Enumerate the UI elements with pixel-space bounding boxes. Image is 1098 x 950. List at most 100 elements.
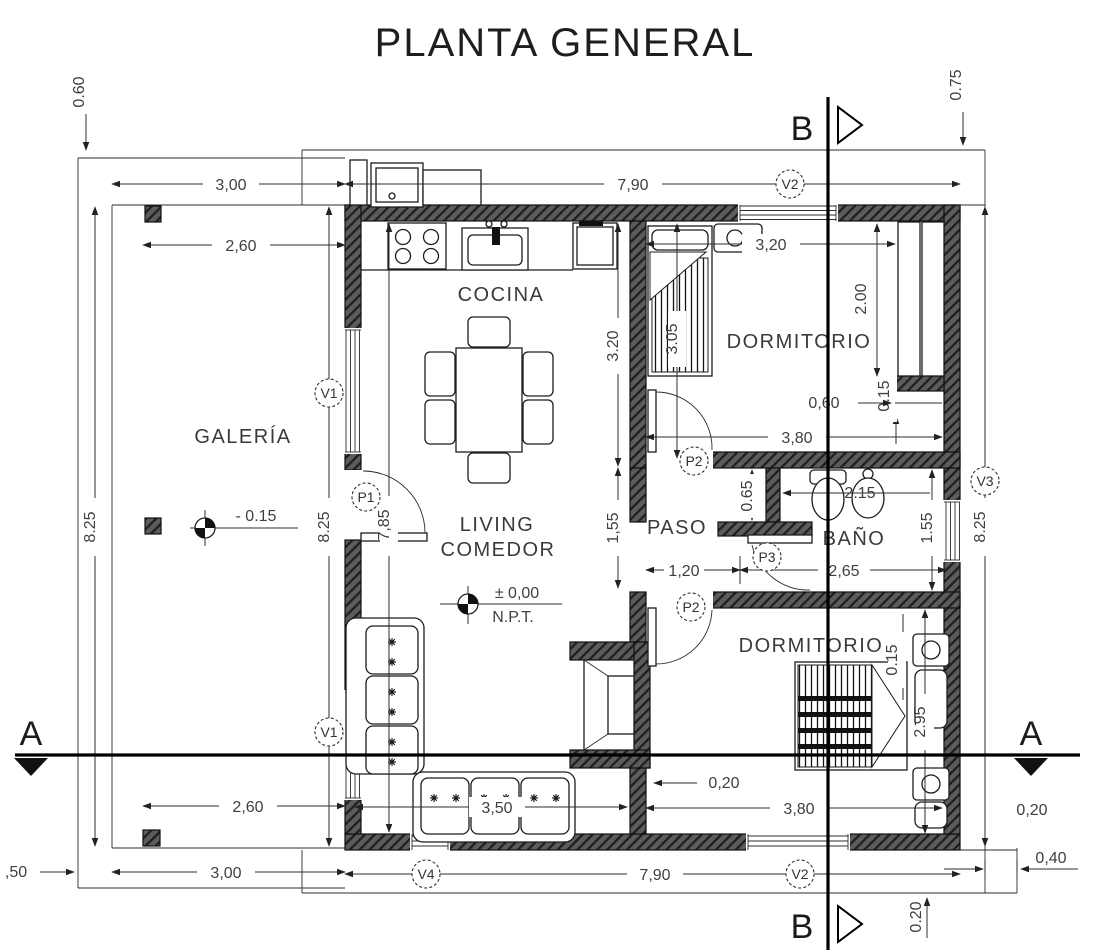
dim-bano-depth: 1.55 <box>919 512 936 543</box>
level-markers: - 0.15 ± 0,00 N.P.T. <box>190 508 562 626</box>
level-galeria-value: - 0.15 <box>236 508 277 525</box>
dim-left-cut: ,50 <box>5 864 27 881</box>
dim-right-gap: 0,20 <box>1016 802 1047 819</box>
dim-closet-length: 2.00 <box>853 283 870 314</box>
bidet <box>851 468 885 519</box>
dim-interior-depth: 7,85 <box>376 509 393 540</box>
chair <box>522 351 554 397</box>
section-b-bottom-arrow <box>837 904 864 944</box>
tag-v2-bottom-label: V2 <box>791 866 808 882</box>
dim-house-width-top: 7,90 <box>617 177 648 194</box>
pillow <box>651 229 709 251</box>
room-dormitorio-1: DORMITORIO <box>727 331 872 353</box>
dim-closet-width: 0,60 <box>808 395 839 412</box>
dresser <box>914 801 948 829</box>
dim-dorm2-offset: 0,20 <box>708 775 739 792</box>
dim-galeria-height-right: 8.25 <box>316 511 333 542</box>
chair <box>467 452 511 484</box>
dim-bano-width: 2,65 <box>828 563 859 580</box>
section-b-top-arrow <box>837 105 864 145</box>
room-bano: BAÑO <box>823 526 886 550</box>
chair <box>522 399 554 445</box>
window-v2-top <box>738 203 838 223</box>
tag-v1-top: V1 <box>314 378 344 408</box>
opening-tags: V1 V1 V2 V2 V3 V4 P1 P2 P2 P3 <box>314 169 1000 889</box>
dim-bano-fixtures: 2.15 <box>844 485 875 502</box>
dim-bottom-wall: 0.20 <box>908 901 925 932</box>
tag-p1-label: P1 <box>357 489 374 505</box>
dim-sofa-width: 3,50 <box>481 800 512 817</box>
tag-v2-top-label: V2 <box>781 176 798 192</box>
room-living-line2: COMEDOR <box>441 539 556 561</box>
dim-galeria-height-left: 8.25 <box>82 511 99 542</box>
room-paso: PASO <box>647 517 707 539</box>
tag-v2-top: V2 <box>775 169 805 199</box>
dim-paso-width: 1,20 <box>668 563 699 580</box>
dimensions: 0.60 0.75 3,00 7,90 2,60 3,20 2.00 0.15 … <box>5 69 1078 938</box>
tag-v4-label: V4 <box>417 866 434 882</box>
dim-right-offset-top: 0.75 <box>948 69 965 100</box>
tag-p2-top: P2 <box>679 446 709 476</box>
section-a-right-arrow <box>1014 758 1048 776</box>
dim-paso-niche: 0.65 <box>739 480 756 511</box>
kitchen-counter <box>361 220 618 271</box>
dim-kitchen-depth: 3.20 <box>605 330 622 361</box>
dim-living-band: 1,55 <box>605 512 622 543</box>
column <box>144 205 162 223</box>
column <box>142 829 161 847</box>
tag-v1-bottom: V1 <box>314 717 344 747</box>
dim-house-height-right: 8.25 <box>972 511 989 542</box>
room-labels: COCINA GALERÍA LIVING COMEDOR PASO BAÑO … <box>194 284 886 657</box>
dining-table <box>424 316 554 484</box>
chair <box>467 316 511 348</box>
faucet <box>492 227 500 245</box>
dim-galeria-inner-bottom: 2,60 <box>232 799 263 816</box>
level-npt-label: N.P.T. <box>492 609 534 626</box>
tag-p3-label: P3 <box>758 549 775 565</box>
tag-v4: V4 <box>411 859 441 889</box>
room-galeria: GALERÍA <box>194 425 291 448</box>
nightstand <box>912 633 950 667</box>
dim-galeria-inner-top: 2,60 <box>225 238 256 255</box>
section-a-left-label: A <box>20 715 43 753</box>
dim-dorm2-width: 3,80 <box>783 801 814 818</box>
room-cocina: COCINA <box>458 284 545 306</box>
dim-dorm2-wall: 0.15 <box>884 644 901 675</box>
tag-p2-top-label: P2 <box>685 453 702 469</box>
nightstand <box>912 767 950 801</box>
section-b-bottom-label: B <box>791 908 814 946</box>
tag-p2-bottom-label: P2 <box>682 599 699 615</box>
section-b-top-label: B <box>791 110 814 148</box>
section-a-right-label: A <box>1020 715 1043 753</box>
level-npt: ± 0,00 N.P.T. <box>440 585 562 626</box>
dim-house-width-bottom: 7,90 <box>639 867 670 884</box>
dim-galeria-width-bottom: 3,00 <box>210 865 241 882</box>
window-v1-top <box>343 328 363 454</box>
chair <box>424 399 456 445</box>
dim-dorm1-depth: 3.05 <box>664 323 681 354</box>
dim-galeria-width-top: 3,00 <box>215 177 246 194</box>
dim-dorm1-width: 3,20 <box>755 237 786 254</box>
page-title: PLANTA GENERAL <box>375 21 756 65</box>
level-npt-value: ± 0,00 <box>495 585 539 602</box>
dim-dorm2-depth: 2.95 <box>912 706 929 737</box>
room-dormitorio-2: DORMITORIO <box>739 635 884 657</box>
window-v3 <box>942 500 962 562</box>
dim-right-offset-bottom: 0,40 <box>1035 850 1066 867</box>
column <box>144 517 162 535</box>
level-galeria: - 0.15 <box>190 508 298 546</box>
chair <box>424 351 456 397</box>
closet <box>897 221 945 377</box>
dim-dorm1-total-width: 3,80 <box>781 430 812 447</box>
fireplace-inner <box>583 659 635 751</box>
dim-left-offset-top: 0.60 <box>71 76 88 107</box>
window-v2-bottom <box>746 832 850 852</box>
tag-v2-bottom: V2 <box>785 859 815 889</box>
tag-p2-bottom: P2 <box>676 592 706 622</box>
tag-p3: P3 <box>752 542 782 572</box>
stove <box>387 222 447 270</box>
fireplace-wall-bottom <box>569 749 651 769</box>
tag-v3-label: V3 <box>976 473 993 489</box>
